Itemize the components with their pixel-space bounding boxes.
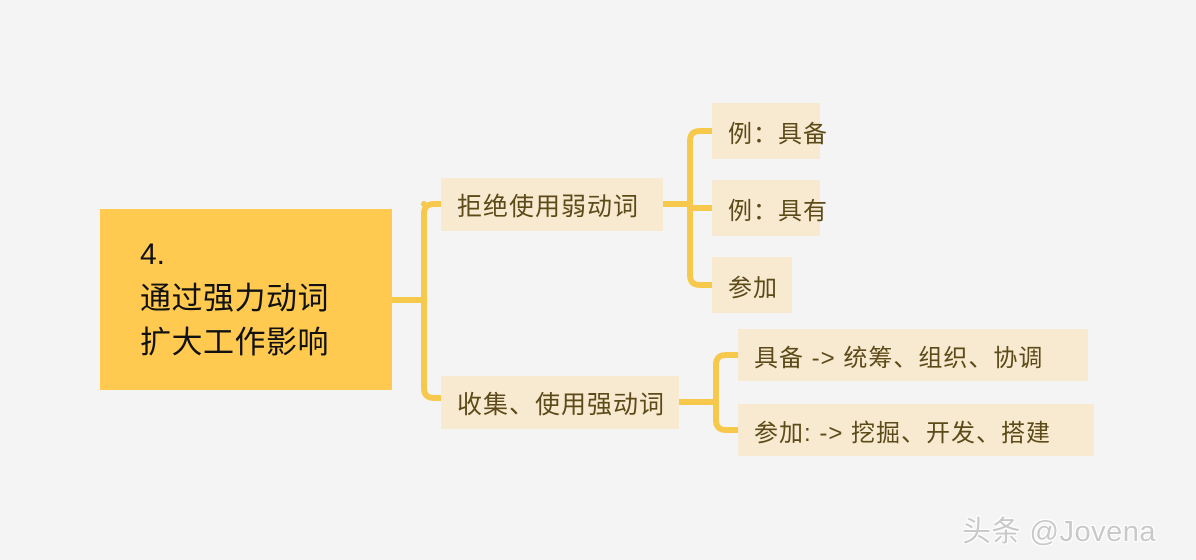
leaf-node-jubei-mapping-label: 具备 -> 统筹、组织、协调: [754, 344, 1044, 372]
leaf-node-jubei-mapping[interactable]: 具备 -> 统筹、组织、协调: [738, 329, 1088, 381]
leaf-node-example-juyou-label: 例：具有: [728, 197, 828, 225]
branch-node-collect-strong-verbs[interactable]: 收集、使用强动词: [441, 376, 679, 429]
connector-root-to-branches: [421, 201, 444, 401]
connector-reject-to-leaves: [687, 128, 715, 288]
leaf-node-canjia[interactable]: 参加: [712, 257, 792, 313]
root-node[interactable]: 4. 通过强力动词 扩大工作影响: [100, 209, 392, 390]
leaf-node-canjia-label: 参加: [728, 274, 778, 302]
leaf-node-canjia-mapping[interactable]: 参加: -> 挖掘、开发、搭建: [738, 404, 1094, 456]
connector-collect-to-leaves: [713, 352, 741, 433]
branch-node-reject-label: 拒绝使用弱动词: [457, 192, 640, 221]
leaf-node-canjia-mapping-label: 参加: -> 挖掘、开发、搭建: [754, 419, 1052, 447]
leaf-node-example-jubei-label: 例：具备: [728, 120, 828, 148]
branch-node-collect-label: 收集、使用强动词: [457, 390, 666, 419]
root-node-line2: 扩大工作影响: [140, 324, 329, 360]
branch-node-reject-weak-verbs[interactable]: 拒绝使用弱动词: [441, 178, 663, 231]
watermark: 头条 @Jovena: [962, 516, 1157, 548]
leaf-node-example-jubei[interactable]: 例：具备: [712, 103, 827, 159]
root-node-line1: 通过强力动词: [140, 280, 329, 316]
leaf-node-example-juyou[interactable]: 例：具有: [712, 180, 827, 236]
root-node-number: 4.: [140, 238, 166, 272]
